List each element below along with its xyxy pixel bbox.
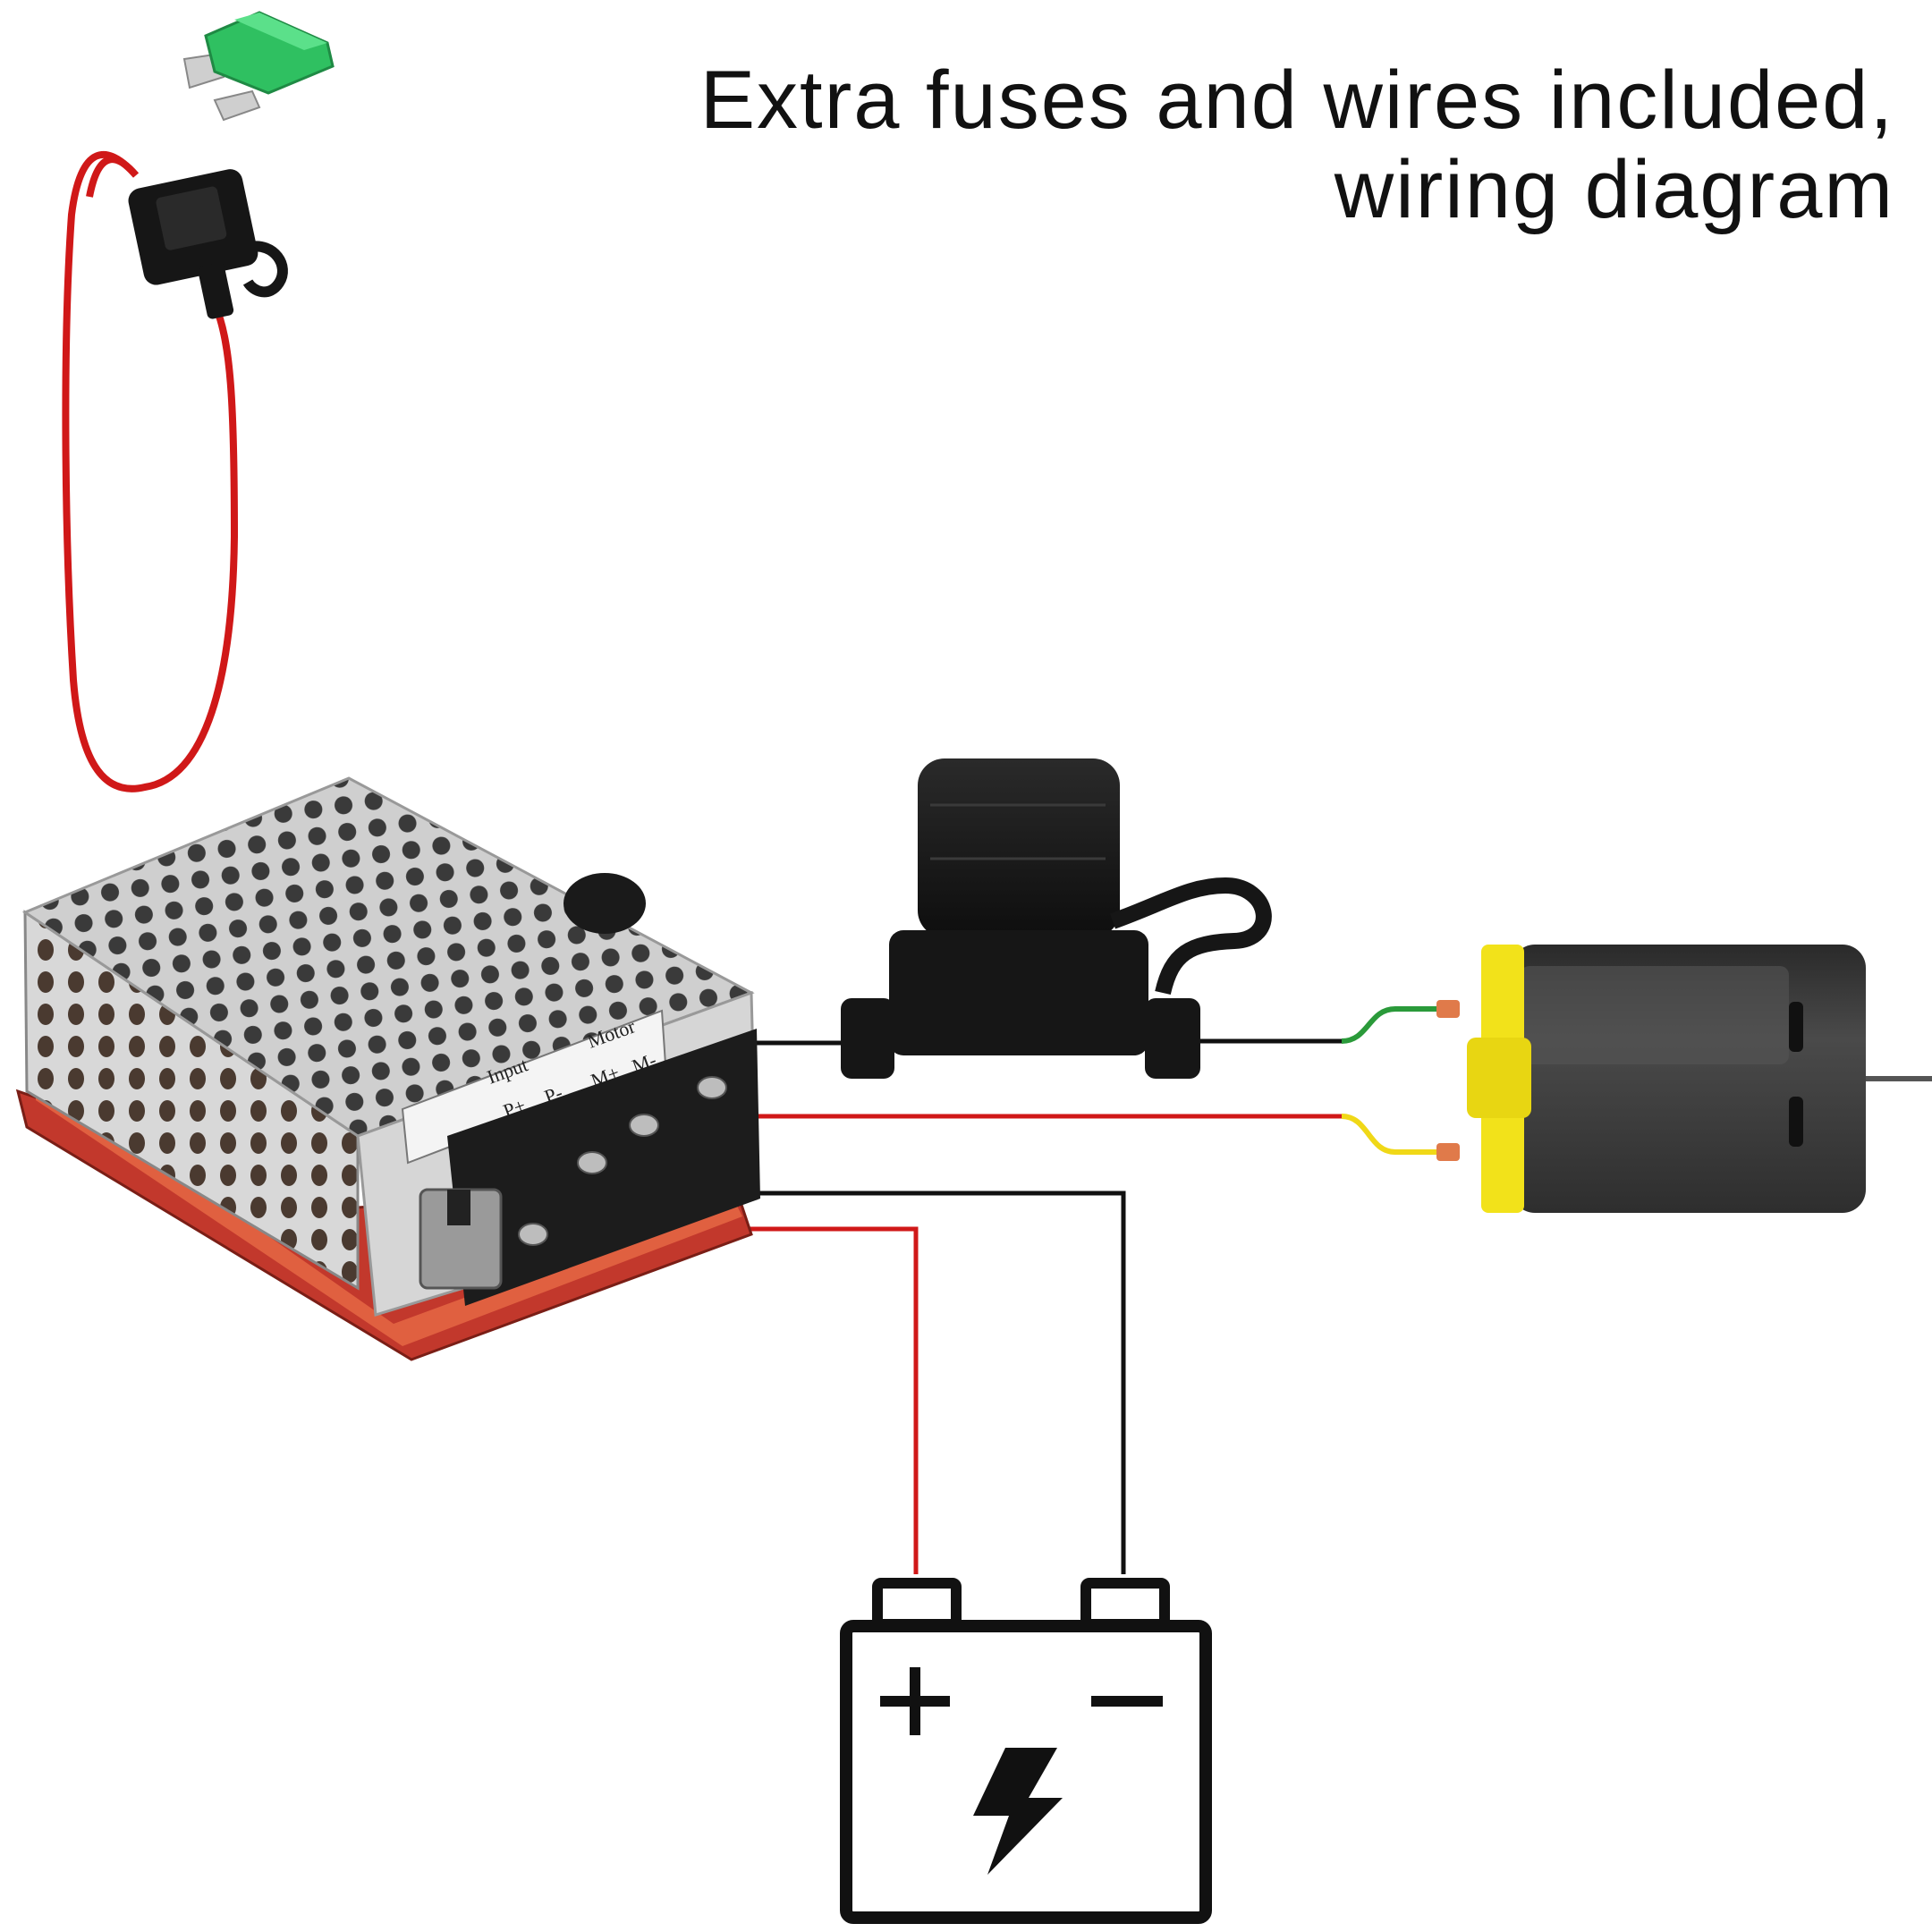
fuse-holder-end-left <box>841 998 894 1079</box>
fuse-holder-body <box>128 169 288 319</box>
motor-slot-bottom <box>1789 1097 1803 1147</box>
dc-motor <box>1436 945 1932 1213</box>
inline-fuse-holder-with-wire <box>62 150 288 792</box>
motor-terminal-bottom <box>1436 1143 1460 1161</box>
fuse-holder-body <box>889 930 1148 1055</box>
page-title: Extra fuses and wires included, wiring d… <box>553 55 1894 234</box>
red-wire-loop <box>62 150 239 792</box>
title-line-2: wiring diagram <box>1334 144 1894 235</box>
fuse-holder-cap <box>918 758 1120 937</box>
battery-plus-icon <box>880 1667 950 1735</box>
fuse-holder-end-right <box>1145 998 1200 1079</box>
fuse-holder-strap <box>1109 877 1272 996</box>
battery-icon <box>840 1578 1212 1924</box>
spare-blade-fuse <box>182 11 335 122</box>
fuse-blade-right <box>213 89 261 122</box>
terminal-screws <box>518 1076 727 1246</box>
motor-slot-top <box>1789 1002 1803 1052</box>
wire-green-motor-lead <box>1341 1006 1440 1044</box>
potentiometer-knob[interactable] <box>564 873 646 934</box>
wire-yellow-motor-lead <box>1341 1114 1440 1155</box>
motor-terminal-top <box>1436 1000 1460 1018</box>
motor-speed-controller: Input Motor P+ P- M+ M- <box>15 776 760 1361</box>
battery-terminal-negative <box>1080 1578 1170 1630</box>
lightning-bolt-icon <box>973 1748 1063 1875</box>
title-line-1: Extra fuses and wires included, <box>699 55 1894 146</box>
inline-fuse-holder <box>841 758 1272 1079</box>
battery-terminal-positive <box>872 1578 962 1630</box>
wire-black-to-battery-negative <box>608 1191 1126 1574</box>
fuse-green-top <box>234 13 327 50</box>
